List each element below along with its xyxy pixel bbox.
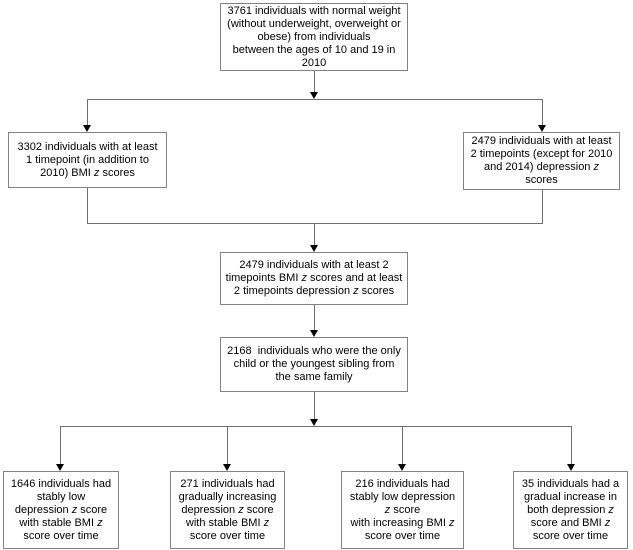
connector-merge-hline [87, 223, 543, 224]
connector-merge-left-vline [87, 188, 88, 223]
connector-split2-vline-4 [571, 426, 572, 464]
connector-onlychild-to-split2-vline [314, 392, 315, 419]
connector-split2-vline-1 [60, 426, 61, 464]
arrowhead-down-icon [83, 125, 91, 132]
arrowhead-down-icon [310, 419, 318, 426]
flow-node-normal-weight-total: 3761 individuals with normal weight(with… [220, 3, 408, 71]
connector-both-to-onlychild-vline [314, 305, 315, 330]
connector-merge-right-vline [542, 190, 543, 223]
connector-split1-left-vline [87, 99, 88, 125]
arrowhead-down-icon [223, 464, 231, 471]
connector-merge-center-vline [314, 223, 315, 245]
connector-split2-vline-2 [227, 426, 228, 464]
arrowhead-down-icon [56, 464, 64, 471]
flow-node-text: 3761 individuals with normal weight(with… [227, 4, 401, 69]
connector-split2-hline [60, 426, 571, 427]
arrowhead-down-icon [398, 464, 406, 471]
arrowhead-down-icon [310, 330, 318, 337]
arrowhead-down-icon [538, 125, 546, 132]
arrowhead-down-icon [567, 464, 575, 471]
connector-split2-vline-3 [402, 426, 403, 464]
connector-split1-right-vline [542, 99, 543, 125]
connector-split1-hline [87, 99, 543, 100]
connector-top-to-split-vline [314, 71, 315, 92]
arrowhead-down-icon [310, 245, 318, 252]
arrowhead-down-icon [310, 92, 318, 99]
